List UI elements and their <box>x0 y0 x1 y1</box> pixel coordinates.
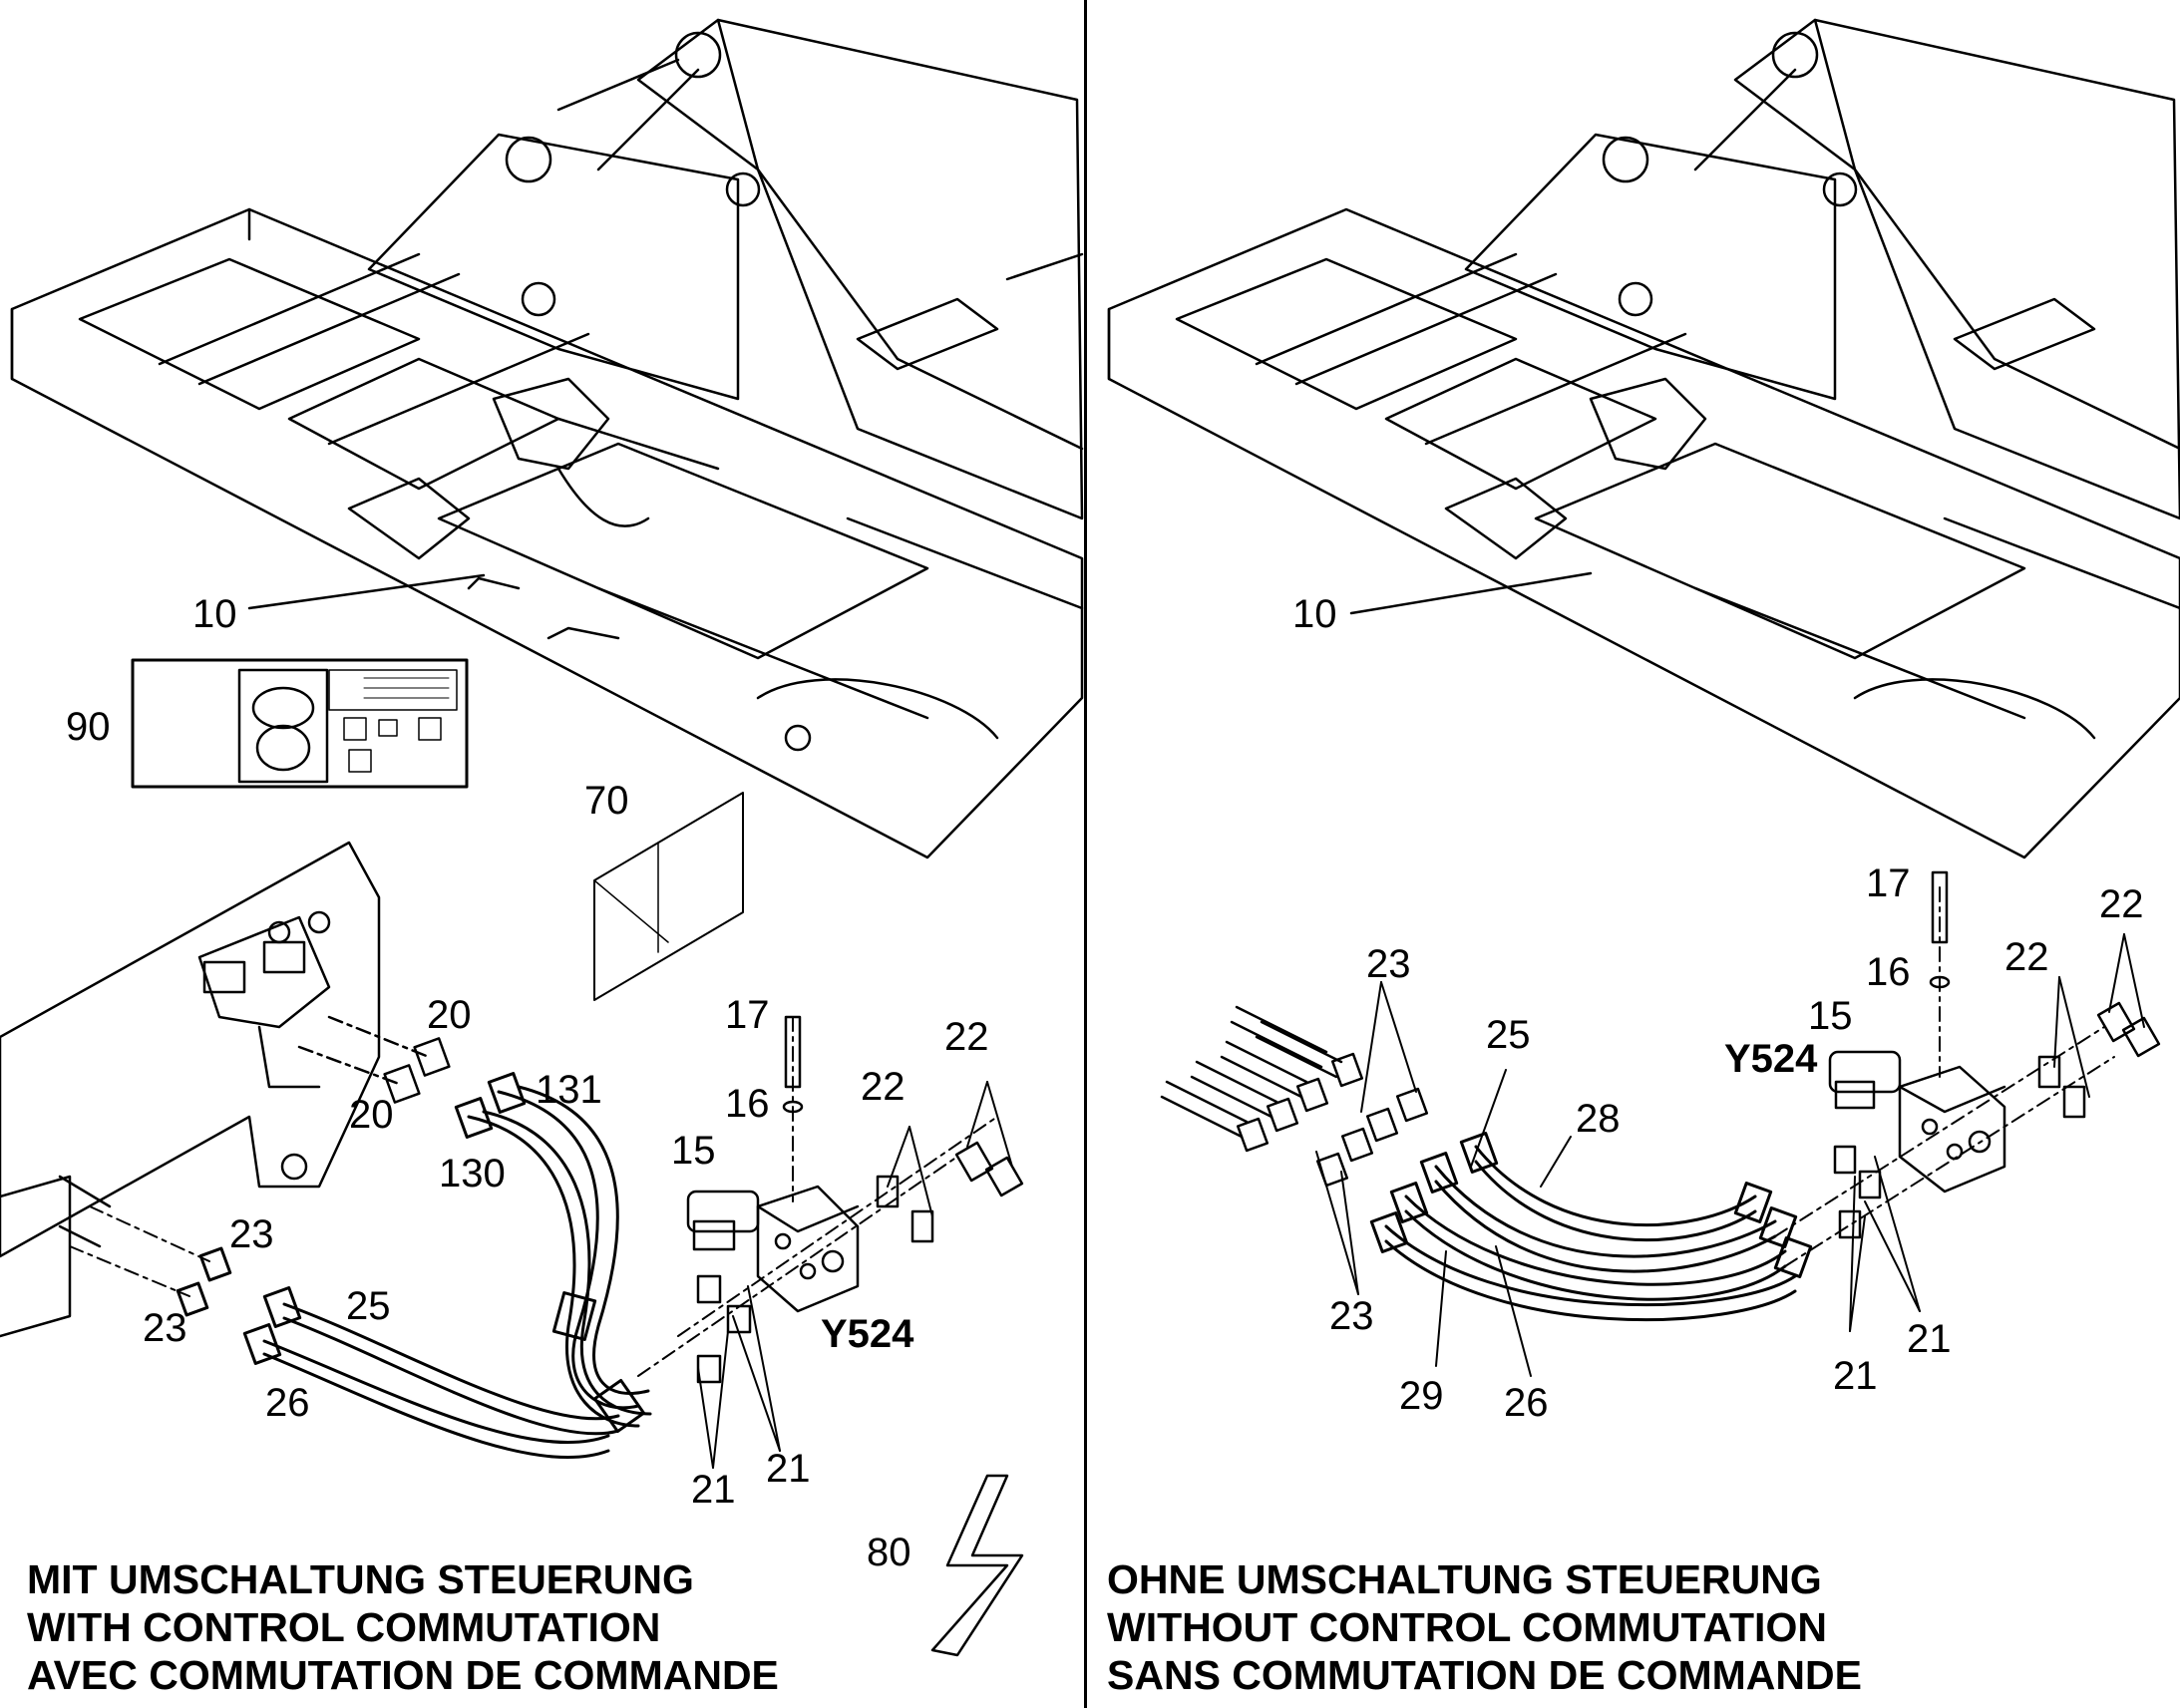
callout-21: 21 <box>766 1447 811 1491</box>
callout-20: 20 <box>349 1093 394 1137</box>
callout-131: 131 <box>536 1068 602 1112</box>
callout-25: 25 <box>346 1284 391 1328</box>
callout-16: 16 <box>1866 950 1911 994</box>
callout-21: 21 <box>1833 1354 1878 1398</box>
left-frame-drawing <box>10 18 1084 859</box>
right-pipe-stubs <box>1160 1005 1429 1188</box>
callout-22: 22 <box>944 1015 989 1059</box>
decal-70 <box>593 792 744 1001</box>
callout-23: 23 <box>1366 942 1411 986</box>
right-valve-y524 <box>1774 870 2161 1267</box>
callout-70: 70 <box>584 779 629 823</box>
leader-10-left <box>247 573 486 610</box>
left-caption: MIT UMSCHALTUNG STEUERUNG WITH CONTROL C… <box>27 1555 779 1699</box>
callout-16: 16 <box>725 1082 770 1126</box>
right-frame-drawing <box>1107 18 2180 859</box>
left-valve-y524 <box>637 1015 1024 1384</box>
connector-label-y524: Y524 <box>821 1312 914 1356</box>
connector-label-y524: Y524 <box>1724 1037 1818 1081</box>
callout-130: 130 <box>439 1152 506 1196</box>
callout-23: 23 <box>143 1306 187 1350</box>
callout-21: 21 <box>1907 1317 1952 1361</box>
callout-26: 26 <box>1504 1381 1549 1425</box>
callout-15: 15 <box>1808 994 1853 1038</box>
caption-line-en: WITHOUT CONTROL COMMUTATION <box>1107 1604 1827 1650</box>
left-leader-lines <box>697 1081 1013 1469</box>
callout-20: 20 <box>427 993 472 1037</box>
caption-line-de: OHNE UMSCHALTUNG STEUERUNG <box>1107 1556 1822 1602</box>
callout-28: 28 <box>1576 1097 1621 1141</box>
callout-17: 17 <box>725 993 770 1037</box>
hoses-130-131 <box>454 1072 652 1434</box>
callout-29: 29 <box>1399 1374 1444 1418</box>
caption-line-fr: AVEC COMMUTATION DE COMMANDE <box>27 1652 779 1698</box>
hoses-25-26 <box>69 1205 620 1460</box>
left-valve-bracket <box>0 841 381 1338</box>
callout-10: 10 <box>1292 592 1337 636</box>
lightning-80-icon <box>930 1474 1024 1657</box>
callout-10: 10 <box>192 592 237 636</box>
callout-22: 22 <box>2099 882 2144 926</box>
callout-80: 80 <box>867 1531 911 1574</box>
caption-line-en: WITH CONTROL COMMUTATION <box>27 1604 661 1650</box>
caption-line-fr: SANS COMMUTATION DE COMMANDE <box>1107 1652 1862 1698</box>
callout-15: 15 <box>671 1129 716 1173</box>
callout-23: 23 <box>229 1212 274 1256</box>
fittings-20 <box>297 1015 451 1104</box>
callout-22: 22 <box>2004 935 2049 979</box>
right-hoses <box>1369 1132 1813 1322</box>
right-leader-lines <box>1315 933 2145 1377</box>
callout-90: 90 <box>66 705 111 749</box>
callout-26: 26 <box>265 1381 310 1425</box>
right-caption: OHNE UMSCHALTUNG STEUERUNG WITHOUT CONTR… <box>1107 1555 1862 1699</box>
decal-90 <box>131 658 469 789</box>
panel-divider <box>1084 0 1087 1708</box>
callout-21: 21 <box>691 1468 736 1512</box>
callout-17: 17 <box>1866 861 1911 905</box>
callout-22: 22 <box>861 1065 906 1109</box>
callout-25: 25 <box>1486 1013 1531 1057</box>
leader-10-right <box>1349 571 1593 615</box>
caption-line-de: MIT UMSCHALTUNG STEUERUNG <box>27 1556 694 1602</box>
callout-23: 23 <box>1329 1294 1374 1338</box>
